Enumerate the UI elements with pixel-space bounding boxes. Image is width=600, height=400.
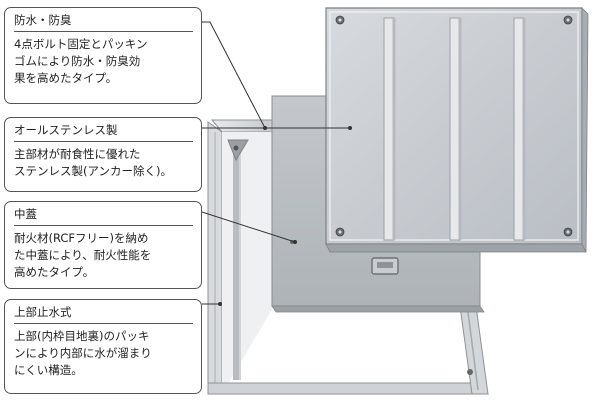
callout-line: 高めたタイプ。 xyxy=(14,265,95,279)
callout-line: 主部材が耐食性に優れた xyxy=(14,147,141,161)
callout-stainless: オールステンレス製 主部材が耐食性に優れた ステンレス製(アンカー除く)。 xyxy=(4,117,202,192)
callout-title: 防水・防臭 xyxy=(14,13,193,32)
callout-line: ンにより内部に水が溜まり xyxy=(14,346,152,360)
callout-inner-lid: 中蓋 耐火材(RCFフリー)を納め た中蓋により、耐火性能を 高めたタイプ。 xyxy=(4,201,202,289)
callout-line: ゴムにより防水・防臭効 xyxy=(14,54,141,68)
callout-body: 主部材が耐食性に優れた ステンレス製(アンカー除く)。 xyxy=(14,146,193,180)
outer-frame xyxy=(207,119,489,395)
callout-body: 上部(内枠目地裏)のパッキ ンにより内部に水が溜まり にくい構造。 xyxy=(14,328,193,379)
leader-dots xyxy=(218,126,352,306)
callout-line: ステンレス製(アンカー除く)。 xyxy=(14,164,173,178)
callout-waterproof: 防水・防臭 4点ボルト固定とパッキン ゴムにより防水・防臭効 果を高めたタイプ。 xyxy=(4,7,202,104)
callout-title: 中蓋 xyxy=(14,207,193,226)
callout-line: にくい構造。 xyxy=(14,363,83,377)
callout-line: 果を高めたタイプ。 xyxy=(14,71,118,85)
callout-line: 4点ボルト固定とパッキン xyxy=(14,37,148,51)
callout-title: 上部止水式 xyxy=(14,305,193,324)
callout-body: 耐火材(RCFフリー)を納め た中蓋により、耐火性能を 高めたタイプ。 xyxy=(14,230,193,281)
callout-top-seal: 上部止水式 上部(内枠目地裏)のパッキ ンにより内部に水が溜まり にくい構造。 xyxy=(4,299,202,394)
callout-title: オールステンレス製 xyxy=(14,123,193,142)
leader-lines xyxy=(201,21,350,305)
callout-line: 耐火材(RCFフリー)を納め xyxy=(14,231,149,245)
callout-line: た中蓋により、耐火性能を xyxy=(14,248,152,262)
top-lid xyxy=(325,7,589,253)
callout-body: 4点ボルト固定とパッキン ゴムにより防水・防臭効 果を高めたタイプ。 xyxy=(14,36,193,87)
callout-line: 上部(内枠目地裏)のパッキ xyxy=(14,329,150,343)
